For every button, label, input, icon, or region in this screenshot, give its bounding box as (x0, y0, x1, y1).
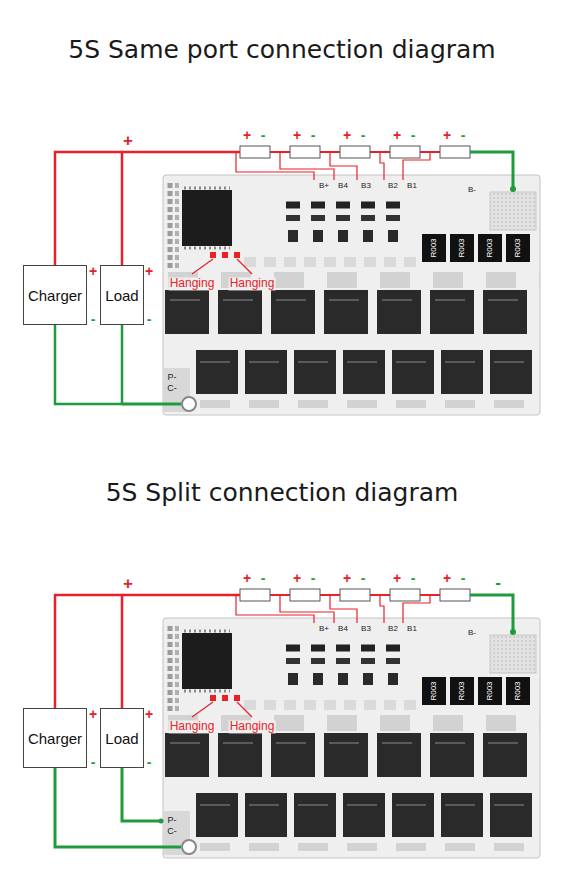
cell-polarity: + (243, 571, 251, 586)
cell-polarity: - (461, 571, 466, 586)
negative-wire (122, 403, 181, 406)
resistor-marking: R003 (430, 681, 439, 700)
pin-note: Hanging (229, 277, 276, 290)
positive-wire (122, 594, 240, 597)
terminal-dot (159, 819, 164, 824)
polarity-sign: - (147, 755, 152, 770)
positive-wire (122, 151, 240, 154)
device-name: Load (105, 730, 138, 747)
cell-polarity: - (411, 571, 416, 586)
wire (55, 325, 122, 404)
pin-label: B1 (406, 182, 418, 191)
pad-label: C- (167, 827, 177, 837)
cell-polarity: + (343, 571, 351, 586)
cell-polarity: + (293, 128, 301, 143)
resistor-marking: R003 (458, 681, 467, 700)
wire (55, 595, 122, 708)
pin-label: B+ (318, 182, 330, 191)
pad-label: P- (168, 816, 177, 826)
terminal-pad (182, 397, 196, 411)
pin-label: B4 (337, 182, 349, 191)
cell-polarity: - (261, 128, 266, 143)
cell-polarity: + (243, 128, 251, 143)
bms-board (163, 146, 540, 415)
pin-label: B3 (360, 625, 372, 634)
cell-polarity: - (261, 571, 266, 586)
device-name: Charger (28, 287, 82, 304)
negative-wire (122, 768, 160, 821)
cell-polarity: + (293, 571, 301, 586)
device-box: Charger (23, 265, 87, 325)
pin-label: B3 (360, 182, 372, 191)
cell-polarity: - (311, 128, 316, 143)
cell-polarity: - (361, 128, 366, 143)
wire (55, 152, 122, 265)
polarity-sign: - (91, 312, 96, 327)
cell-polarity: + (343, 128, 351, 143)
pin-label: B4 (337, 625, 349, 634)
cell-polarity: - (411, 128, 416, 143)
cell-polarity: + (393, 128, 401, 143)
polarity-sign: - (147, 312, 152, 327)
pin-note: Hanging (169, 720, 216, 733)
polarity-sign: + (89, 707, 97, 722)
pad-label: P- (168, 373, 177, 383)
terminal-pad (182, 840, 196, 854)
pin-note: Hanging (169, 277, 216, 290)
device-name: Load (105, 287, 138, 304)
resistor-marking: R003 (486, 238, 495, 257)
polarity-sign: - (495, 574, 501, 593)
resistor-marking: R003 (514, 681, 523, 700)
panel-title: 5S Same port connection diagram (68, 36, 495, 64)
pin-note: Hanging (229, 720, 276, 733)
pin-label: B2 (387, 625, 399, 634)
device-box: Load (100, 265, 143, 325)
polarity-sign: - (91, 755, 96, 770)
polarity-sign: + (145, 707, 153, 722)
pad-label: C- (167, 384, 177, 394)
device-box: Load (100, 708, 143, 768)
polarity-sign: + (123, 132, 133, 151)
cell-polarity: + (443, 128, 451, 143)
pin-label: B+ (318, 625, 330, 634)
device-name: Charger (28, 730, 82, 747)
pin-label: B1 (406, 625, 418, 634)
cell-polarity: - (461, 128, 466, 143)
resistor-marking: R003 (486, 681, 495, 700)
cell-polarity: + (443, 571, 451, 586)
pin-label: B- (467, 629, 477, 638)
polarity-sign: + (89, 264, 97, 279)
resistor-marking: R003 (458, 238, 467, 257)
resistor-marking: R003 (430, 238, 439, 257)
resistor-marking: R003 (514, 238, 523, 257)
pin-label: B- (467, 186, 477, 195)
device-box: Charger (23, 708, 87, 768)
polarity-sign: + (123, 575, 133, 594)
polarity-sign: + (145, 264, 153, 279)
cell-polarity: - (311, 571, 316, 586)
panel-title: 5S Split connection diagram (106, 479, 459, 507)
negative-wire (55, 768, 181, 847)
bms-board (163, 589, 540, 858)
pin-label: B2 (387, 182, 399, 191)
cell-polarity: + (393, 571, 401, 586)
cell-polarity: - (361, 571, 366, 586)
